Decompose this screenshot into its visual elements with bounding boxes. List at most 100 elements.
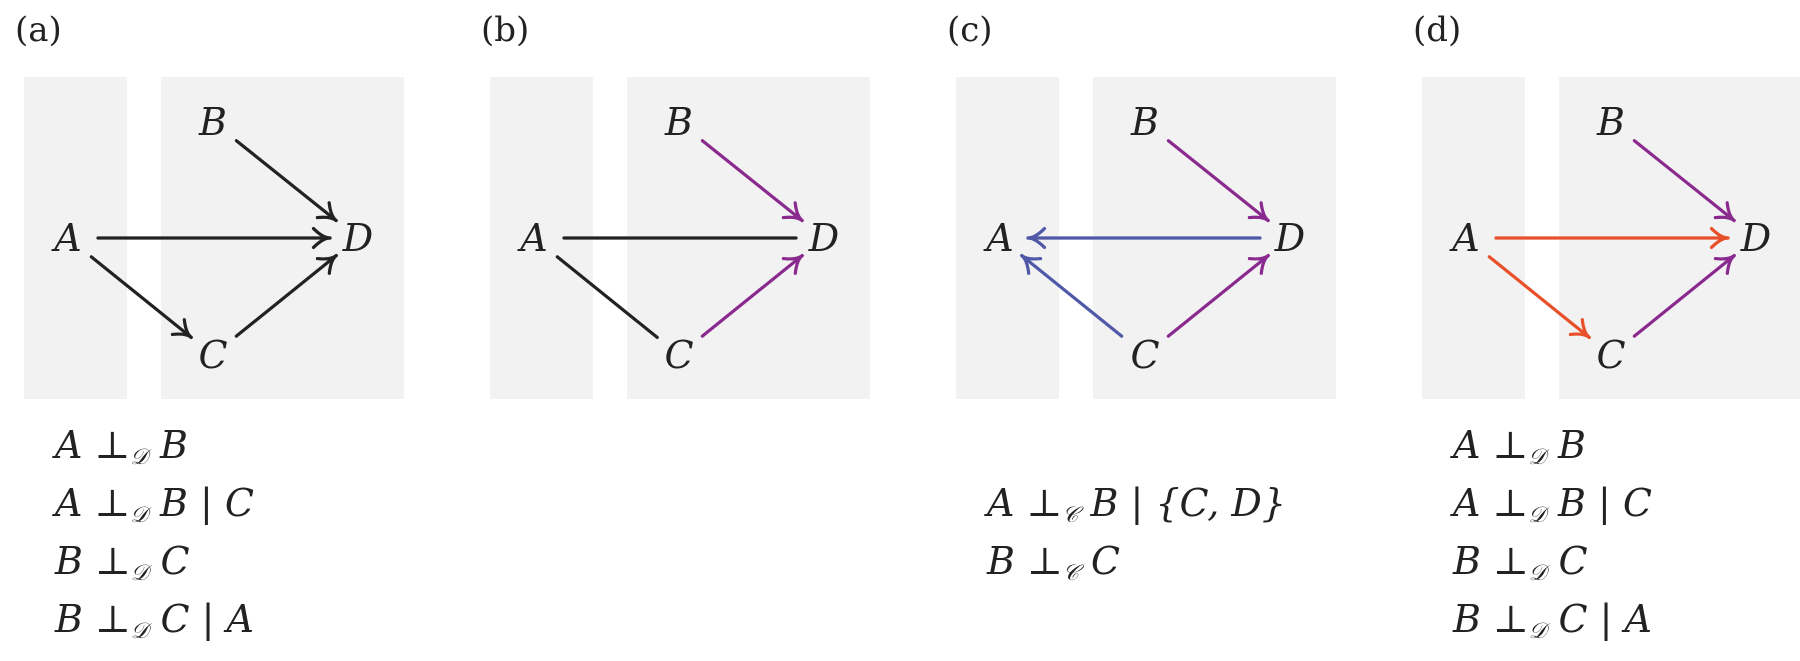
statement-condition: {C, D} (1155, 481, 1287, 525)
independence-subscript: 𝒟 (130, 561, 149, 586)
statement-condition: C (1622, 481, 1652, 525)
statement-left: B (987, 539, 1015, 583)
independence-symbol: ⊥ (1026, 481, 1063, 525)
statement-left: B (55, 597, 83, 641)
edge-A-C (89, 255, 193, 340)
independence-subscript: 𝒟 (130, 445, 148, 470)
arrowhead (1247, 253, 1270, 275)
independence-subscript: 𝒟 (1528, 561, 1547, 586)
independence-symbol: ⊥ (94, 423, 131, 467)
statement-right: C (1558, 597, 1588, 641)
statement-left: A (55, 481, 83, 525)
arrowhead (315, 201, 338, 223)
independence-subscript: 𝒟 (1528, 619, 1547, 644)
edge-B-D (1632, 139, 1736, 223)
arrowhead (1020, 253, 1043, 275)
statement-right: C (1558, 539, 1588, 583)
statement-left: B (55, 539, 83, 583)
node-D: D (1274, 216, 1305, 260)
node-B: B (1130, 100, 1159, 144)
node-A: A (51, 216, 81, 260)
independence-subscript: 𝒞 (1062, 561, 1079, 586)
independence-subscript: 𝒟 (1528, 503, 1546, 528)
independence-symbol: ⊥ (1027, 539, 1063, 583)
node-A: A (517, 216, 547, 260)
arrowhead (311, 226, 332, 250)
statement-condition: A (1624, 597, 1652, 641)
arrowhead (1247, 201, 1270, 223)
independence-statements: A ⊥𝒞 B | {C, D}B ⊥𝒞 C (987, 474, 1286, 590)
edge-B-D (700, 139, 804, 223)
arrowhead (315, 253, 338, 275)
arrowhead (781, 201, 804, 223)
edge-C-D (700, 253, 804, 338)
independence-subscript: 𝒞 (1062, 503, 1079, 528)
edge-A-D (96, 226, 332, 250)
independence-statement: B ⊥𝒟 C (55, 532, 254, 590)
statement-right: B (1557, 481, 1586, 525)
statement-left: A (1453, 423, 1481, 467)
independence-statement: B ⊥𝒞 C (987, 532, 1286, 590)
edge-B-D (1166, 139, 1270, 223)
independence-statement: B ⊥𝒟 C | A (1453, 597, 1652, 644)
edge-C-D (234, 253, 338, 338)
statement-condition: C (224, 481, 254, 525)
statement-left: A (55, 423, 83, 467)
independence-symbol: ⊥ (1492, 481, 1529, 525)
panel-label: (d) (1413, 10, 1462, 50)
edge-C-D (1166, 253, 1270, 338)
edge-A-D (1494, 226, 1730, 250)
independence-statement: A ⊥𝒞 B | {C, D} (987, 481, 1287, 528)
statement-right: B (1557, 423, 1586, 467)
panel-label: (b) (481, 10, 530, 50)
node-A: A (1449, 216, 1479, 260)
node-D: D (342, 216, 373, 260)
panel-label: (a) (15, 10, 62, 50)
statement-left: A (1453, 481, 1481, 525)
independence-statement: A ⊥𝒟 B (1453, 416, 1652, 474)
node-C: C (198, 333, 227, 377)
node-C: C (1130, 333, 1159, 377)
statement-right: C (160, 597, 190, 641)
independence-symbol: ⊥ (95, 597, 131, 641)
causal-graph: A B C D (1422, 77, 1800, 399)
statement-right: C (1090, 539, 1120, 583)
arrowhead (1713, 253, 1736, 275)
independence-subscript: 𝒟 (1528, 445, 1546, 470)
edge-D-A (1026, 226, 1262, 250)
independence-statement: A ⊥𝒟 B | C (55, 481, 254, 528)
statement-left: B (1453, 539, 1481, 583)
edge-C-D (1632, 253, 1736, 338)
independence-symbol: ⊥ (1492, 423, 1529, 467)
arrowhead (170, 318, 193, 340)
arrowhead (1709, 226, 1730, 250)
panel-label: (c) (947, 10, 993, 50)
independence-subscript: 𝒟 (130, 503, 148, 528)
statement-right: B (1090, 481, 1119, 525)
arrowhead (1568, 318, 1591, 340)
arrowhead (1026, 226, 1047, 250)
node-B: B (1596, 100, 1625, 144)
independence-symbol: ⊥ (94, 481, 131, 525)
node-D: D (1740, 216, 1771, 260)
independence-statement: B ⊥𝒟 C (1453, 532, 1652, 590)
statement-right: B (159, 423, 188, 467)
independence-statement: A ⊥𝒟 B | C (1453, 481, 1652, 528)
statement-left: A (987, 481, 1015, 525)
independence-statement: B ⊥𝒟 C | A (55, 597, 254, 644)
independence-subscript: 𝒟 (130, 619, 149, 644)
independence-statement: A ⊥𝒟 B (55, 416, 254, 474)
arrowhead (781, 253, 804, 275)
node-C: C (1596, 333, 1625, 377)
statement-left: B (1453, 597, 1481, 641)
edge-A-C (1487, 255, 1591, 340)
node-D: D (808, 216, 839, 260)
